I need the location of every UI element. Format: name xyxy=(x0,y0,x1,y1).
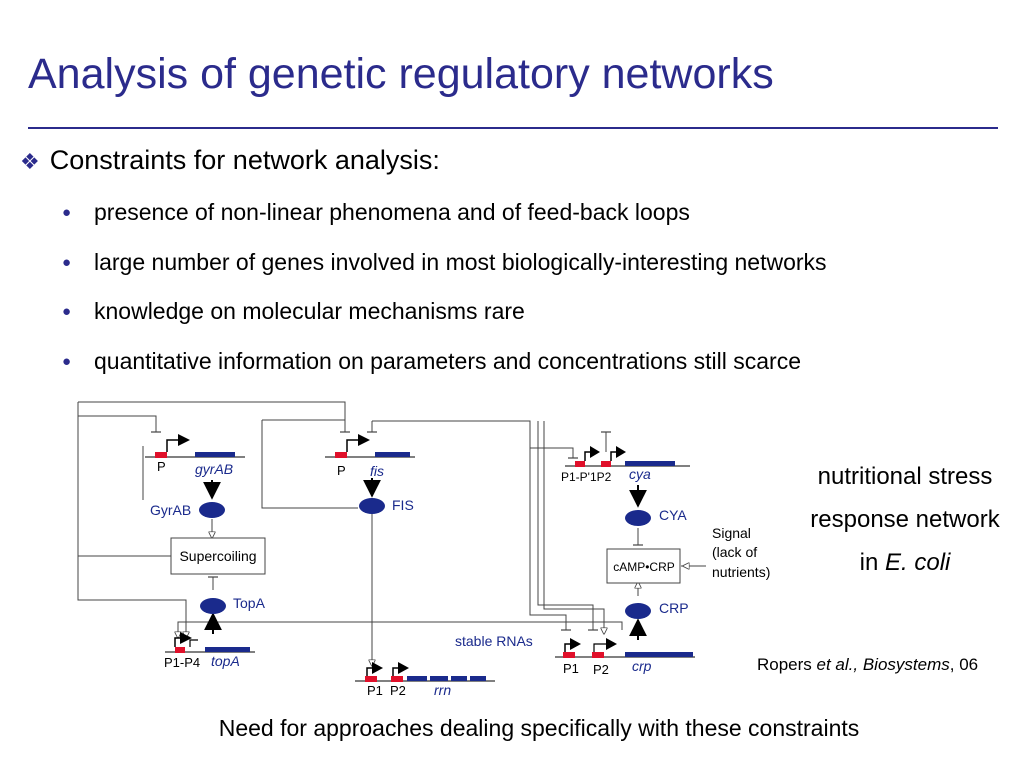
gene-box xyxy=(451,676,467,681)
promoter-box xyxy=(563,652,575,658)
protein-label: GyrAB xyxy=(150,502,191,518)
promoter-label: P1-P4 xyxy=(164,655,200,670)
gene-box xyxy=(375,452,410,457)
promoter-box xyxy=(592,652,604,658)
slide-title: Analysis of genetic regulatory networks xyxy=(28,50,774,98)
sub-bullet-text: large number of genes involved in most b… xyxy=(94,249,827,275)
protein-label: FIS xyxy=(392,497,414,513)
protein-label: TopA xyxy=(233,595,266,611)
gene-box xyxy=(205,647,250,652)
side-note: nutritional stress response network in E… xyxy=(770,455,1024,584)
diamond-bullet-icon: ❖ xyxy=(20,149,40,174)
protein-crp xyxy=(625,603,651,619)
sub-bullet: ● presence of non-linear phenomena and of… xyxy=(62,199,690,226)
activation-arrows xyxy=(178,519,706,666)
gene-topA xyxy=(165,632,255,653)
gene-cya xyxy=(565,446,690,467)
promoter-label: P xyxy=(337,463,346,478)
protein-topA xyxy=(200,598,226,614)
gene-label: fis xyxy=(370,463,384,479)
side-note-line: response network xyxy=(810,506,1000,533)
sub-bullet-text: quantitative information on parameters a… xyxy=(94,348,801,374)
main-bullet-text: Constraints for network analysis: xyxy=(49,145,440,175)
gene-box xyxy=(195,452,235,457)
stable-rnas-label: stable RNAs xyxy=(455,633,533,649)
protein-fis xyxy=(359,498,385,514)
gene-fis xyxy=(325,434,415,458)
promoter-label: P1 xyxy=(563,661,579,676)
gene-rrn xyxy=(355,662,495,682)
citation: Ropers et al., Biosystems, 06 xyxy=(757,655,978,675)
promoter-label: P xyxy=(157,459,166,474)
sub-bullet: ● knowledge on molecular mechanisms rare xyxy=(62,298,525,325)
promoter-box xyxy=(175,647,185,653)
inhibition-bars xyxy=(151,431,643,631)
promoter-box xyxy=(335,452,347,458)
main-bullet: ❖ Constraints for network analysis: xyxy=(20,145,440,176)
gene-box xyxy=(430,676,448,681)
supercoiling-label: Supercoiling xyxy=(179,548,256,564)
promoter-label: P2 xyxy=(593,662,609,677)
promoter-box xyxy=(601,461,611,467)
gene-label: cya xyxy=(629,466,651,482)
side-note-line: in E. coli xyxy=(770,541,1024,584)
promoter-label: P2 xyxy=(390,683,406,698)
sub-bullet: ● quantitative information on parameters … xyxy=(62,348,801,375)
conclusion-text: Need for approaches dealing specifically… xyxy=(218,715,860,741)
promoter-box xyxy=(155,452,167,458)
gene-box xyxy=(407,676,427,681)
promoter-label: P1-P'1P2 xyxy=(561,470,612,484)
sub-bullet-text: knowledge on molecular mechanisms rare xyxy=(94,298,525,324)
signal-label: Signal xyxy=(712,525,751,541)
gene-box xyxy=(625,461,675,466)
gene-gyrAB xyxy=(145,434,245,458)
side-note-prefix: in xyxy=(859,549,885,576)
gene-label: crp xyxy=(632,658,652,674)
signal-label: nutrients) xyxy=(712,564,770,580)
interaction-lines xyxy=(77,401,706,666)
promoter-label: P1 xyxy=(367,683,383,698)
bullet-dot-icon: ● xyxy=(62,353,72,370)
bullet-dot-icon: ● xyxy=(62,204,72,221)
protein-label: CYA xyxy=(659,507,687,523)
citation-author: Ropers xyxy=(757,655,817,674)
gene-box xyxy=(470,676,486,681)
expression-arrows xyxy=(203,478,647,640)
promoter-box xyxy=(391,676,403,682)
gene-label: gyrAB xyxy=(195,461,233,477)
bullet-dot-icon: ● xyxy=(62,303,72,320)
title-divider xyxy=(28,127,998,129)
camp-crp-label: cAMP•CRP xyxy=(613,560,675,574)
gene-label: topA xyxy=(211,653,240,669)
gene-label: rrn xyxy=(434,682,451,698)
sub-bullet: ● large number of genes involved in most … xyxy=(62,249,827,276)
protein-cya xyxy=(625,510,651,526)
sub-bullet-text: presence of non-linear phenomena and of … xyxy=(94,199,690,225)
gene-crp xyxy=(555,638,695,658)
promoter-box xyxy=(365,676,377,682)
protein-label: CRP xyxy=(659,600,689,616)
gene-box xyxy=(625,652,693,657)
camp-crp-box xyxy=(606,548,681,584)
promoter-box xyxy=(575,461,585,467)
citation-journal: Biosystems xyxy=(858,655,950,674)
citation-year: , 06 xyxy=(949,655,979,674)
protein-gyrAB xyxy=(199,502,225,518)
supercoiling-box xyxy=(170,537,266,575)
side-note-line: nutritional stress xyxy=(817,463,993,490)
signal-label: (lack of xyxy=(712,544,757,560)
citation-etal: et al., xyxy=(816,655,859,674)
bullet-dot-icon: ● xyxy=(62,254,72,271)
side-note-organism: E. coli xyxy=(885,549,951,576)
